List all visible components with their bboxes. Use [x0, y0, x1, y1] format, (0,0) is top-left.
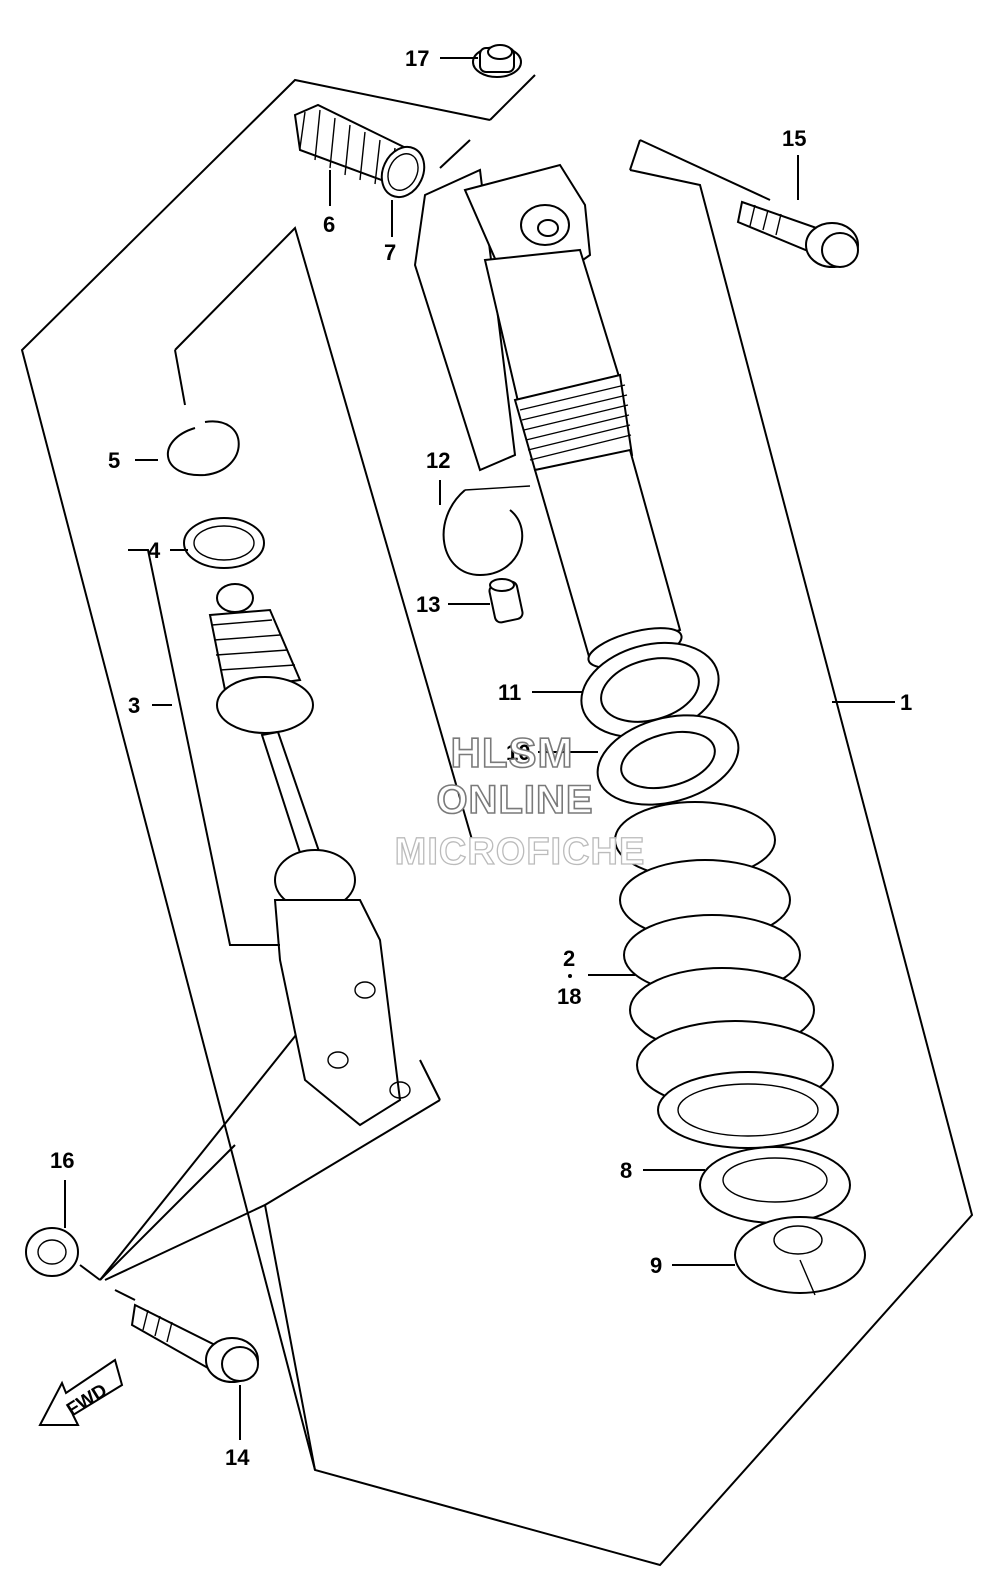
part-2-spring — [614, 801, 839, 1149]
leader-15-frame — [639, 139, 771, 201]
part-12-circlip — [442, 489, 524, 577]
part-6-boot — [293, 103, 412, 187]
callout-17: 17 — [405, 46, 429, 71]
callout-1: 1 — [900, 690, 912, 715]
callout-9: 9 — [650, 1253, 662, 1278]
callout-10: 10 — [506, 740, 530, 765]
fwd-arrow-icon: FWD — [38, 1358, 124, 1426]
part-7-ring — [380, 145, 426, 199]
outline-seg — [174, 349, 186, 406]
callout-11: 11 — [498, 680, 521, 705]
part-3-rod-assembly — [208, 583, 411, 1127]
watermark: HLSM ONLINE MICROFICHE — [394, 728, 646, 873]
part-1-shock-body — [413, 163, 683, 669]
lower-outline-3 — [419, 1059, 441, 1101]
leader-17-frame — [489, 74, 536, 121]
bracket-line-2 — [99, 1144, 236, 1281]
callout-4: 4 — [148, 538, 161, 563]
callout-5: 5 — [108, 448, 120, 473]
watermark-line2: ONLINE — [436, 778, 593, 822]
callout-6: 6 — [323, 212, 335, 237]
part-17-nut — [472, 44, 522, 78]
frame-notch-2 — [629, 139, 641, 171]
part-14-bolt — [130, 1303, 259, 1383]
part-15-bolt — [736, 200, 859, 268]
callout-7: 7 — [384, 240, 396, 265]
callout-13: 13 — [416, 592, 440, 617]
part-8-spring-seat — [699, 1146, 851, 1224]
callout-dot — [568, 974, 572, 978]
watermark-line3: MICROFICHE — [395, 831, 646, 873]
leader-lines — [64, 57, 895, 1440]
callout-2: 2 — [563, 946, 575, 971]
assembly-outline — [20, 78, 974, 1567]
part-13-valve-cap — [488, 578, 524, 624]
frame-notch — [439, 139, 471, 169]
callout-18: 18 — [557, 984, 581, 1009]
part-5-circlip — [167, 420, 240, 477]
watermark-line1: HLSM — [451, 729, 574, 776]
callout-8: 8 — [620, 1158, 632, 1183]
callout-14: 14 — [225, 1445, 250, 1470]
leader-14-tail — [114, 1289, 136, 1301]
subassembly-outline — [174, 226, 476, 851]
callout-16: 16 — [50, 1148, 74, 1173]
part-9-stopper — [734, 1216, 866, 1296]
part-11-locknut — [580, 641, 720, 739]
part-12-gap — [464, 485, 531, 491]
part-7-ring-inner — [387, 153, 419, 191]
bracket-line — [99, 1029, 301, 1281]
leader-16-tail — [79, 1264, 101, 1281]
callout-12: 12 — [426, 448, 450, 473]
part-10-locknut — [596, 714, 740, 806]
part-16-nut — [25, 1227, 79, 1277]
lower-outline-2 — [264, 1099, 441, 1206]
callout-3: 3 — [128, 693, 140, 718]
callouts: 17 15 6 7 5 12 4 13 11 3 1 10 2 18 8 16 … — [50, 46, 912, 1470]
part-4-oring-inner — [193, 525, 255, 561]
callout-15: 15 — [782, 126, 806, 151]
